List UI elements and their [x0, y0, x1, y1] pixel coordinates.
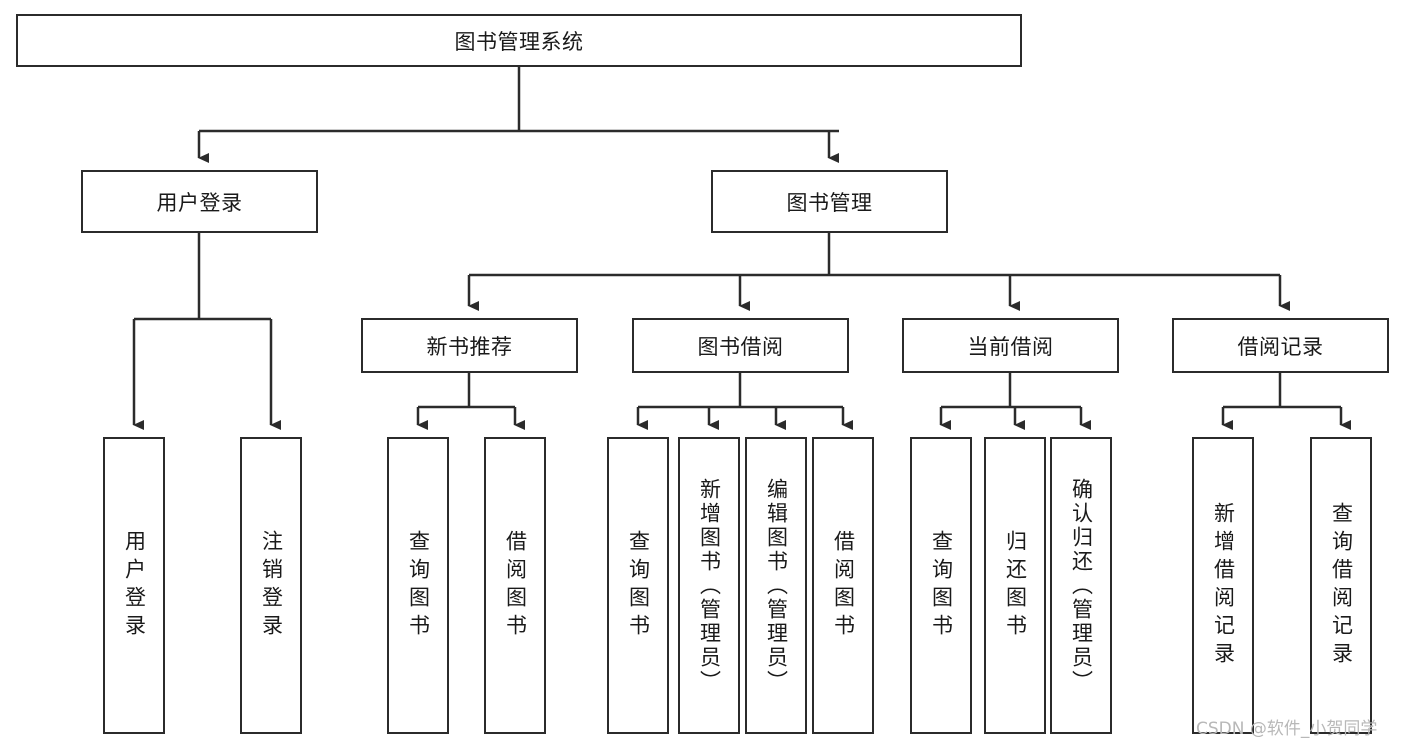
node-leaf-edit-book-admin[interactable]: 编辑图书（管理员） [745, 437, 807, 734]
node-leaf-query-book-borrow[interactable]: 查询图书 [607, 437, 669, 734]
node-label: 查询图书 [626, 529, 651, 642]
node-label: 新增借阅记录 [1211, 501, 1236, 670]
node-leaf-borrow-book-recommend[interactable]: 借阅图书 [484, 437, 546, 734]
node-user-login[interactable]: 用户登录 [81, 170, 318, 233]
node-label: 图书借阅 [697, 334, 784, 359]
node-label: 图书管理 [786, 190, 873, 215]
node-label: 借阅记录 [1237, 334, 1324, 359]
node-leaf-query-book-current[interactable]: 查询图书 [910, 437, 972, 734]
node-label: 查询图书 [406, 529, 431, 642]
node-label: 当前借阅 [967, 334, 1054, 359]
node-label: 借阅图书 [503, 529, 528, 642]
node-current-borrow[interactable]: 当前借阅 [902, 318, 1119, 373]
csdn-watermark: CSDN @软件_小贺同学 [1196, 719, 1378, 739]
node-label: 新书推荐 [426, 334, 513, 359]
node-label: 归还图书 [1003, 529, 1028, 642]
node-label: 新增图书（管理员） [697, 477, 722, 694]
node-label: 编辑图书（管理员） [764, 477, 789, 694]
node-label: 查询借阅记录 [1329, 501, 1354, 670]
node-borrow-record[interactable]: 借阅记录 [1172, 318, 1389, 373]
node-leaf-user-login[interactable]: 用户登录 [103, 437, 165, 734]
node-book-management-system[interactable]: 图书管理系统 [16, 14, 1022, 67]
node-leaf-add-borrow-record[interactable]: 新增借阅记录 [1192, 437, 1254, 734]
node-label: 查询图书 [929, 529, 954, 642]
node-label: 注销登录 [259, 529, 284, 642]
node-book-management[interactable]: 图书管理 [711, 170, 948, 233]
node-label: 用户登录 [122, 529, 147, 642]
node-label: 借阅图书 [831, 529, 856, 642]
node-leaf-query-book-recommend[interactable]: 查询图书 [387, 437, 449, 734]
node-leaf-borrow-book[interactable]: 借阅图书 [812, 437, 874, 734]
node-leaf-return-book[interactable]: 归还图书 [984, 437, 1046, 734]
node-new-book-recommend[interactable]: 新书推荐 [361, 318, 578, 373]
node-leaf-confirm-return-admin[interactable]: 确认归还（管理员） [1050, 437, 1112, 734]
node-leaf-logout[interactable]: 注销登录 [240, 437, 302, 734]
node-label: 用户登录 [156, 190, 243, 215]
node-label: 图书管理系统 [454, 29, 584, 54]
node-leaf-add-book-admin[interactable]: 新增图书（管理员） [678, 437, 740, 734]
node-leaf-query-borrow-record[interactable]: 查询借阅记录 [1310, 437, 1372, 734]
node-label: 确认归还（管理员） [1069, 477, 1094, 694]
node-book-borrow[interactable]: 图书借阅 [632, 318, 849, 373]
